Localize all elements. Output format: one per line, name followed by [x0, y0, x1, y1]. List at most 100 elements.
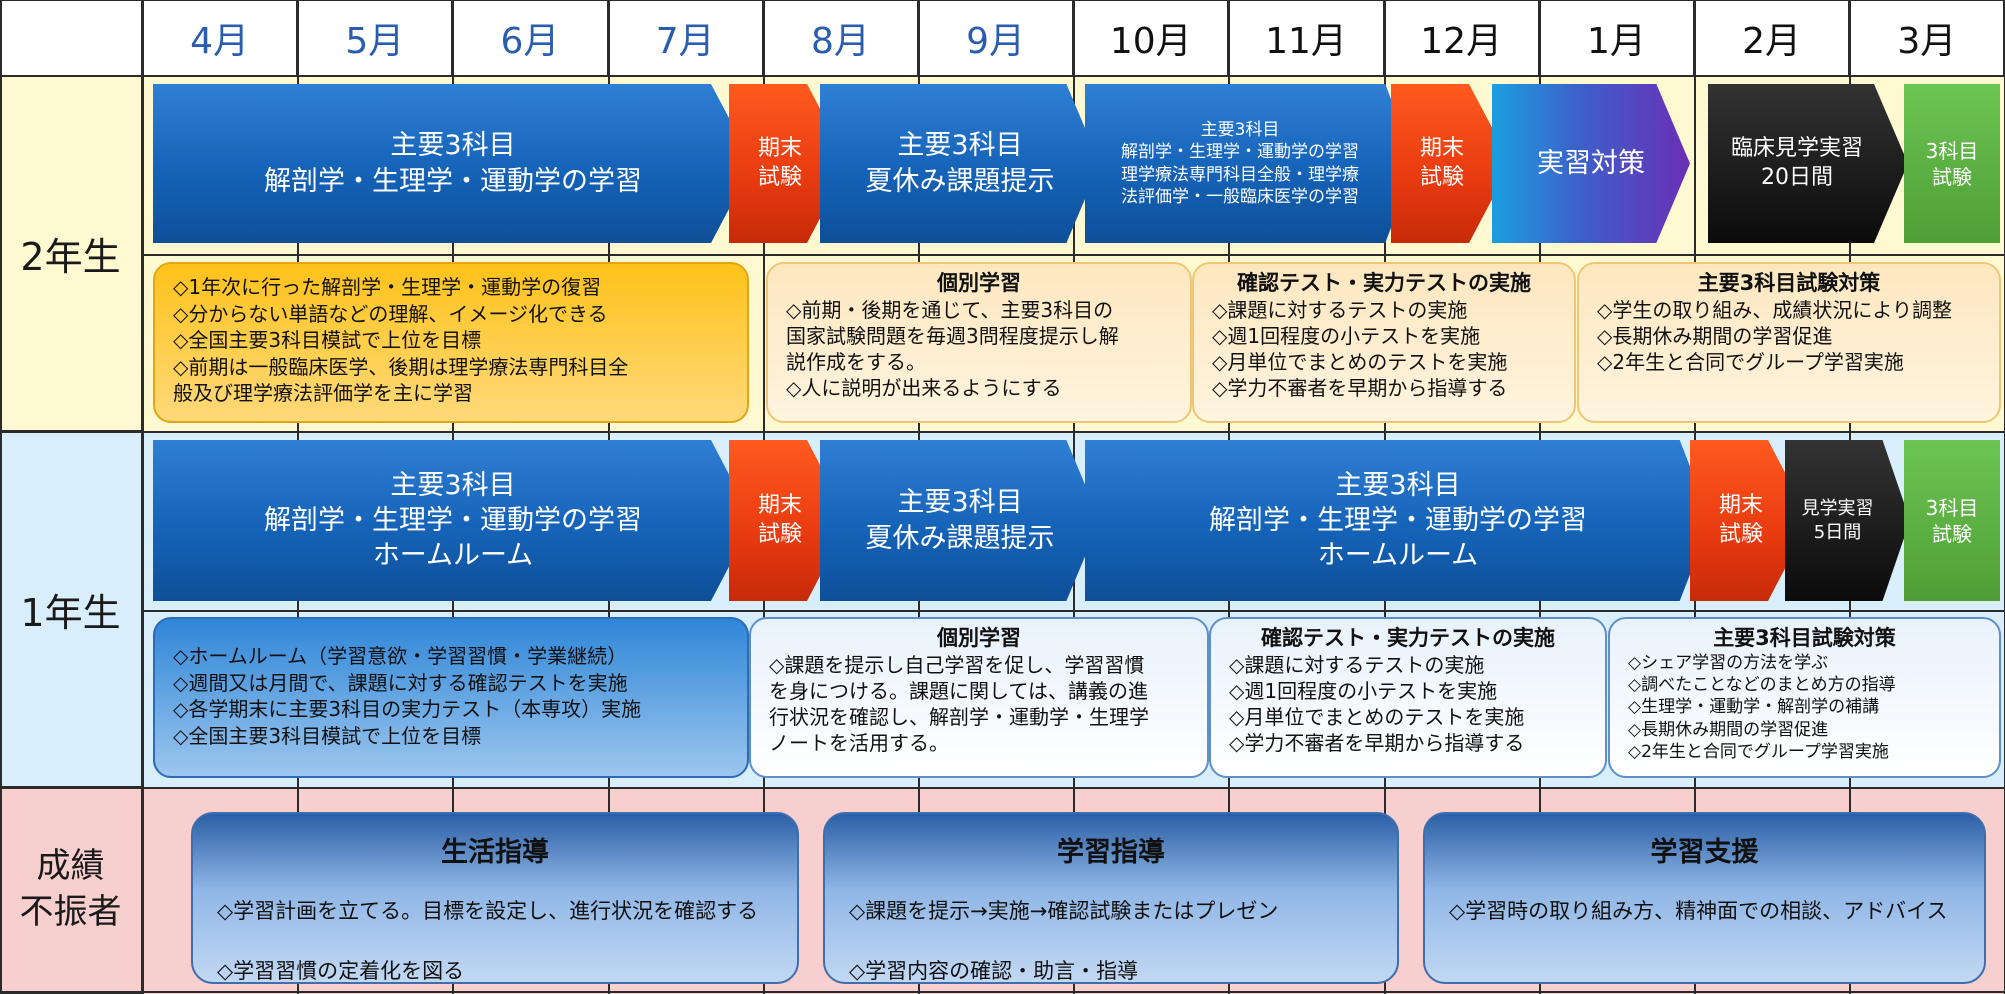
- box-line: ◇前期・後期を通じて、主要3科目の: [786, 298, 1114, 323]
- y2-box-review: ◇1年次に行った解剖学・生理学・運動学の復習◇分からない単語などの理解、イメージ…: [153, 262, 749, 423]
- corner-cell: [0, 0, 143, 76]
- arrow-text-line: 主要3科目: [897, 487, 1023, 519]
- box-line: ◇分からない単語などの理解、イメージ化できる: [173, 301, 608, 326]
- box-title: 主要3科目試験対策: [1713, 626, 1896, 650]
- month-11: 2月: [1695, 0, 1851, 76]
- support-title: 生活指導: [441, 837, 549, 868]
- arrow-text-line: 実習対策: [1537, 147, 1645, 179]
- box-line: ◇学力不審者を早期から指導する: [1212, 376, 1508, 401]
- box-line: ◇課題に対するテストの実施: [1229, 653, 1485, 678]
- box-line: ◇シェア学習の方法を学ぶ: [1628, 653, 1829, 674]
- arrow-text-line: 主要3科目: [897, 130, 1023, 162]
- arrow-text-line: 主要3科目: [390, 469, 516, 501]
- arrow-text-line: 試験: [1718, 521, 1763, 547]
- box-title: 確認テスト・実力テストの実施: [1261, 626, 1555, 650]
- box-title: 主要3科目試験対策: [1697, 271, 1881, 295]
- arrow-text-line: 法評価学・一般臨床医学の学習: [1121, 186, 1359, 207]
- support-line: ◇学習内容の確認・助言・指導: [849, 959, 1139, 983]
- arrow-text-line: 期末: [757, 135, 802, 161]
- box-line: を身につける。課題に関しては、講義の進: [769, 679, 1148, 704]
- box-line: ◇週1回程度の小テストを実施: [1212, 324, 1481, 349]
- box-line: ◇調べたことなどのまとめ方の指導: [1628, 675, 1896, 696]
- month-header-row: [0, 0, 2005, 76]
- arrow-text-line: 主要3科目: [390, 130, 516, 162]
- y2-arrow-three-subject-exam: 3科目試験: [1904, 84, 2000, 243]
- arrow-text-line: 試験: [1931, 521, 1972, 546]
- month-10: 1月: [1540, 0, 1695, 76]
- box-line: ◇1年次に行った解剖学・生理学・運動学の復習: [173, 275, 602, 299]
- box-line: ◇全国主要3科目模試で上位を目標: [173, 723, 482, 748]
- box-line: ◇学生の取り組み、成績状況により調整: [1597, 298, 1952, 323]
- arrow-text-line: 試験: [1419, 164, 1464, 190]
- month-6: 9月: [919, 0, 1075, 76]
- y1-box-exam-prep: 主要3科目試験対策 ◇シェア学習の方法を学ぶ◇調べたことなどのまとめ方の指導◇生理…: [1608, 617, 2001, 778]
- month-5: 8月: [764, 0, 919, 76]
- arrow-text-line: 主要3科目: [1335, 469, 1461, 501]
- arrow-text: 3科目試験: [1926, 138, 1979, 190]
- grid-hline: [0, 0, 2005, 1]
- arrow-text-line: 3科目: [1925, 138, 1979, 163]
- grid-hline: [0, 787, 2005, 789]
- box-line: ◇2年生と合同でグループ学習実施: [1628, 741, 1889, 762]
- arrow-text: 主要3科目解剖学・生理学・運動学の学習ホームルーム: [1209, 468, 1587, 573]
- arrow-text-line: ホームルーム: [372, 540, 534, 572]
- box-line: ◇月単位でまとめのテストを実施: [1229, 705, 1525, 730]
- support-line: ◇課題を提示→実施→確認試験またはプレゼン: [849, 899, 1279, 923]
- arrow-text-line: 5日間: [1813, 521, 1862, 543]
- arrow-text-line: 3科目: [1925, 495, 1979, 520]
- box-line: ノートを活用する。: [769, 731, 949, 756]
- row-label-year2: 2年生: [0, 76, 143, 432]
- y1-arrow-main-subjects-homeroom-2: 主要3科目解剖学・生理学・運動学の学習ホームルーム: [1085, 440, 1711, 601]
- month-3: 6月: [453, 0, 609, 76]
- month-4: 7月: [609, 0, 764, 76]
- y2-box-individual-study: 個別学習◇前期・後期を通じて、主要3科目の国家試験問題を毎週3問程度提示し解説作…: [766, 262, 1192, 423]
- support-line: ◇学習習慣の定着化を図る: [217, 959, 465, 983]
- support-line: ◇学習時の取り組み方、精神面での相談、アドバイス: [1449, 899, 1948, 923]
- box-line: 行状況を確認し、解剖学・運動学・生理学: [769, 705, 1149, 730]
- arrow-text-line: 解剖学・生理学・運動学の学習: [1121, 142, 1359, 163]
- arrow-text-line: 臨床見学実習: [1730, 135, 1863, 161]
- arrow-text-line: 理学療法専門科目全般・理学療: [1121, 164, 1359, 185]
- y2-arrow-practicum-prep: 実習対策: [1492, 84, 1690, 243]
- support-study-guidance: 学習指導 ◇課題を提示→実施→確認試験またはプレゼン ◇学習内容の確認・助言・指導: [823, 812, 1399, 984]
- box-line: ◇月単位でまとめのテストを実施: [1212, 350, 1508, 375]
- arrow-text-line: 解剖学・生理学・運動学の学習: [1209, 504, 1587, 536]
- y1-arrow-summer-assignment: 主要3科目夏休み課題提示: [820, 440, 1100, 601]
- support-life-guidance: 生活指導 ◇学習計画を立てる。目標を設定し、進行状況を確認する ◇学習習慣の定着化を…: [191, 812, 799, 984]
- arrow-text: 主要3科目解剖学・生理学・運動学の学習ホームルーム: [264, 468, 642, 573]
- box-line: ◇生理学・運動学・解剖学の補講: [1628, 697, 1880, 718]
- month-2: 5月: [298, 0, 454, 76]
- arrow-text-line: 試験: [1931, 164, 1972, 189]
- arrow-text-line: 期末: [757, 492, 802, 518]
- arrow-text-line: 試験: [757, 521, 802, 547]
- box-line: ◇2年生と合同でグループ学習実施: [1597, 350, 1904, 375]
- month-7: 10月: [1074, 0, 1230, 76]
- grid-hline-inner: [143, 254, 2005, 256]
- arrow-text-line: 夏休み課題提示: [865, 165, 1055, 197]
- box-line: ◇全国主要3科目模試で上位を目標: [173, 328, 482, 353]
- box-line: 般及び理学療法評価学を主に学習: [173, 381, 473, 406]
- y1-box-tests: 確認テスト・実力テストの実施◇課題に対するテストの実施◇週1回程度の小テストを実…: [1209, 617, 1607, 778]
- row-label-low-line2: 不振者: [19, 892, 122, 932]
- y1-box-homeroom: ◇ホームルーム（学習意欲・学習習慣・学業継続）◇週間又は月間で、課題に対する確認…: [153, 617, 749, 778]
- box-line: ◇長期休み期間の学習促進: [1628, 719, 1829, 740]
- box-line: ◇週間又は月間で、課題に対する確認テストを実施: [173, 670, 628, 695]
- arrow-text: 期末試験: [1719, 492, 1763, 549]
- arrow-text: 期末試験: [758, 492, 802, 549]
- y2-box-exam-prep: 主要3科目試験対策◇学生の取り組み、成績状況により調整◇長期休み期間の学習促進◇…: [1577, 262, 2001, 423]
- y1-box-individual-study: 個別学習◇課題を提示し自己学習を促し、学習習慣を身につける。課題に関しては、講義…: [749, 617, 1209, 778]
- box-line: 国家試験問題を毎週3問程度提示し解: [786, 324, 1119, 349]
- support-line: ◇学習計画を立てる。目標を設定し、進行状況を確認する: [217, 899, 759, 923]
- arrow-text-line: ホームルーム: [1317, 540, 1479, 572]
- y1-arrow-three-subject-exam: 3科目試験: [1904, 440, 2000, 601]
- box-line: ◇課題に対するテストの実施: [1212, 298, 1468, 323]
- y2-arrow-summer-assignment: 主要3科目夏休み課題提示: [820, 84, 1100, 243]
- row-label-low-achievers: 成績 不振者: [0, 788, 143, 994]
- support-title: 学習指導: [1057, 837, 1165, 868]
- arrow-text-line: 期末: [1419, 135, 1464, 161]
- box-line: ◇各学期末に主要3科目の実力テスト（本専攻）実施: [173, 697, 642, 722]
- arrow-text: 3科目試験: [1926, 495, 1979, 547]
